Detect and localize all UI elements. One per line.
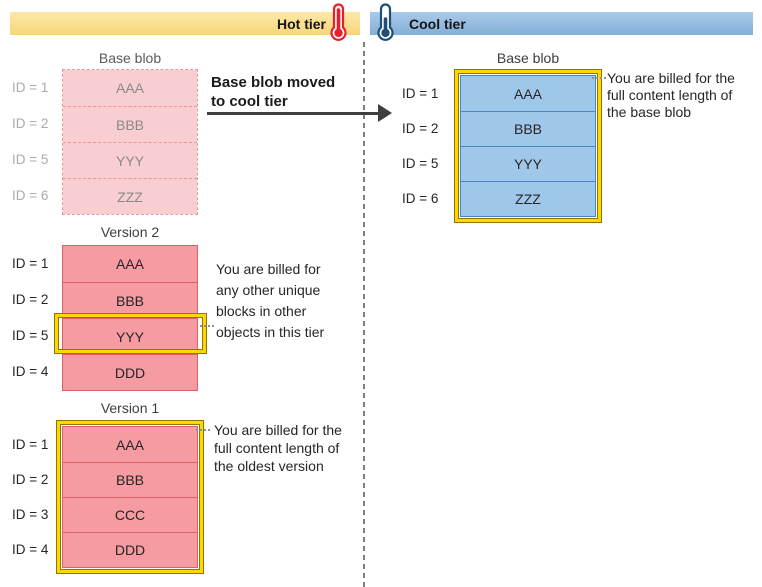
cool-base-blob-gold-frame: AAA BBB YYY ZZZ xyxy=(454,69,602,223)
dotted-connector xyxy=(592,77,606,79)
row-id-label: ID = 6 xyxy=(402,191,439,206)
block-cell: BBB xyxy=(461,111,595,146)
version1-note-line: You are billed for the xyxy=(214,422,342,438)
hot-tier-label: Hot tier xyxy=(277,15,326,32)
cool-thermometer-icon xyxy=(377,3,394,41)
row-id-label: ID = 2 xyxy=(12,291,49,307)
row-id-label: ID = 5 xyxy=(12,327,49,343)
row-id-label: ID = 2 xyxy=(12,115,49,131)
dotted-connector xyxy=(196,429,210,431)
block-cell: DDD xyxy=(63,354,197,390)
block-cell: AAA xyxy=(63,70,197,106)
cool-base-blob-note: You are billed for the full content leng… xyxy=(607,70,735,121)
version2-note-line: blocks in other xyxy=(216,303,307,319)
row-id-label: ID = 4 xyxy=(12,363,49,379)
hot-thermometer-icon xyxy=(330,3,347,41)
cool-tier-label: Cool tier xyxy=(409,15,466,32)
block-cell: BBB xyxy=(63,462,197,497)
block-cell: AAA xyxy=(63,246,197,282)
version2-title: Version 2 xyxy=(100,224,160,240)
row-id-label: ID = 4 xyxy=(12,542,49,557)
hot-tier-bar: Hot tier xyxy=(10,12,360,35)
tier-separator-line xyxy=(363,42,365,587)
block-cell: YYY xyxy=(461,146,595,181)
row-id-label: ID = 1 xyxy=(12,255,49,271)
move-annotation: Base blob moved to cool tier xyxy=(211,73,335,111)
cool-base-blob-id-column: ID = 1 ID = 2 ID = 5 ID = 6 xyxy=(402,76,438,216)
hot-base-blob-table: AAA BBB YYY ZZZ xyxy=(62,69,198,215)
cool-note-line: the base blob xyxy=(607,104,692,120)
row-id-label: ID = 5 xyxy=(12,151,49,167)
version1-note: You are billed for the full content leng… xyxy=(214,421,342,475)
version2-highlight-frame xyxy=(54,313,207,354)
move-arrow-head xyxy=(378,104,392,122)
cool-tier-bar: Cool tier xyxy=(370,12,753,35)
version1-title: Version 1 xyxy=(100,400,160,416)
version2-id-column: ID = 1 ID = 2 ID = 5 ID = 4 xyxy=(12,245,48,389)
block-cell: DDD xyxy=(63,532,197,567)
version1-id-column: ID = 1 ID = 2 ID = 3 ID = 4 xyxy=(12,427,48,567)
move-annotation-line: Base blob moved xyxy=(211,74,336,91)
version2-table: AAA BBB YYY DDD xyxy=(62,245,198,391)
row-id-label: ID = 2 xyxy=(12,472,49,487)
row-id-label: ID = 1 xyxy=(12,437,49,452)
block-cell: BBB xyxy=(63,106,197,142)
row-id-label: ID = 1 xyxy=(402,86,439,101)
hot-base-blob-id-column: ID = 1 ID = 2 ID = 5 ID = 6 xyxy=(12,69,48,213)
version2-note: You are billed for any other unique bloc… xyxy=(216,259,324,343)
version1-note-line: the oldest version xyxy=(214,458,324,474)
cool-base-blob-title: Base blob xyxy=(496,50,560,66)
row-id-label: ID = 2 xyxy=(402,121,439,136)
block-cell: ZZZ xyxy=(461,181,595,216)
move-annotation-line: to cool tier xyxy=(211,93,288,110)
version1-gold-frame: AAA BBB CCC DDD xyxy=(56,420,204,574)
block-cell: YYY xyxy=(63,142,197,178)
cool-note-line: You are billed for the xyxy=(607,70,735,86)
block-cell: ZZZ xyxy=(63,178,197,214)
row-id-label: ID = 5 xyxy=(402,156,439,171)
version2-note-line: objects in this tier xyxy=(216,324,325,340)
row-id-label: ID = 1 xyxy=(12,79,49,95)
hot-base-blob-title: Base blob xyxy=(98,50,162,66)
row-id-label: ID = 3 xyxy=(12,507,49,522)
cool-note-line: full content length of xyxy=(607,87,733,103)
version1-note-line: full content length of xyxy=(214,440,340,456)
row-id-label: ID = 6 xyxy=(12,187,49,203)
cool-base-blob-table: AAA BBB YYY ZZZ xyxy=(460,75,596,217)
version2-note-line: any other unique xyxy=(216,282,321,298)
block-cell: YYY xyxy=(63,318,197,354)
block-cell: BBB xyxy=(63,282,197,318)
block-cell: AAA xyxy=(461,76,595,111)
block-cell: CCC xyxy=(63,497,197,532)
version2-note-line: You are billed for xyxy=(216,261,321,277)
block-cell: AAA xyxy=(63,427,197,462)
version1-table: AAA BBB CCC DDD xyxy=(62,426,198,568)
move-arrow xyxy=(207,112,379,115)
dotted-connector xyxy=(200,325,214,327)
